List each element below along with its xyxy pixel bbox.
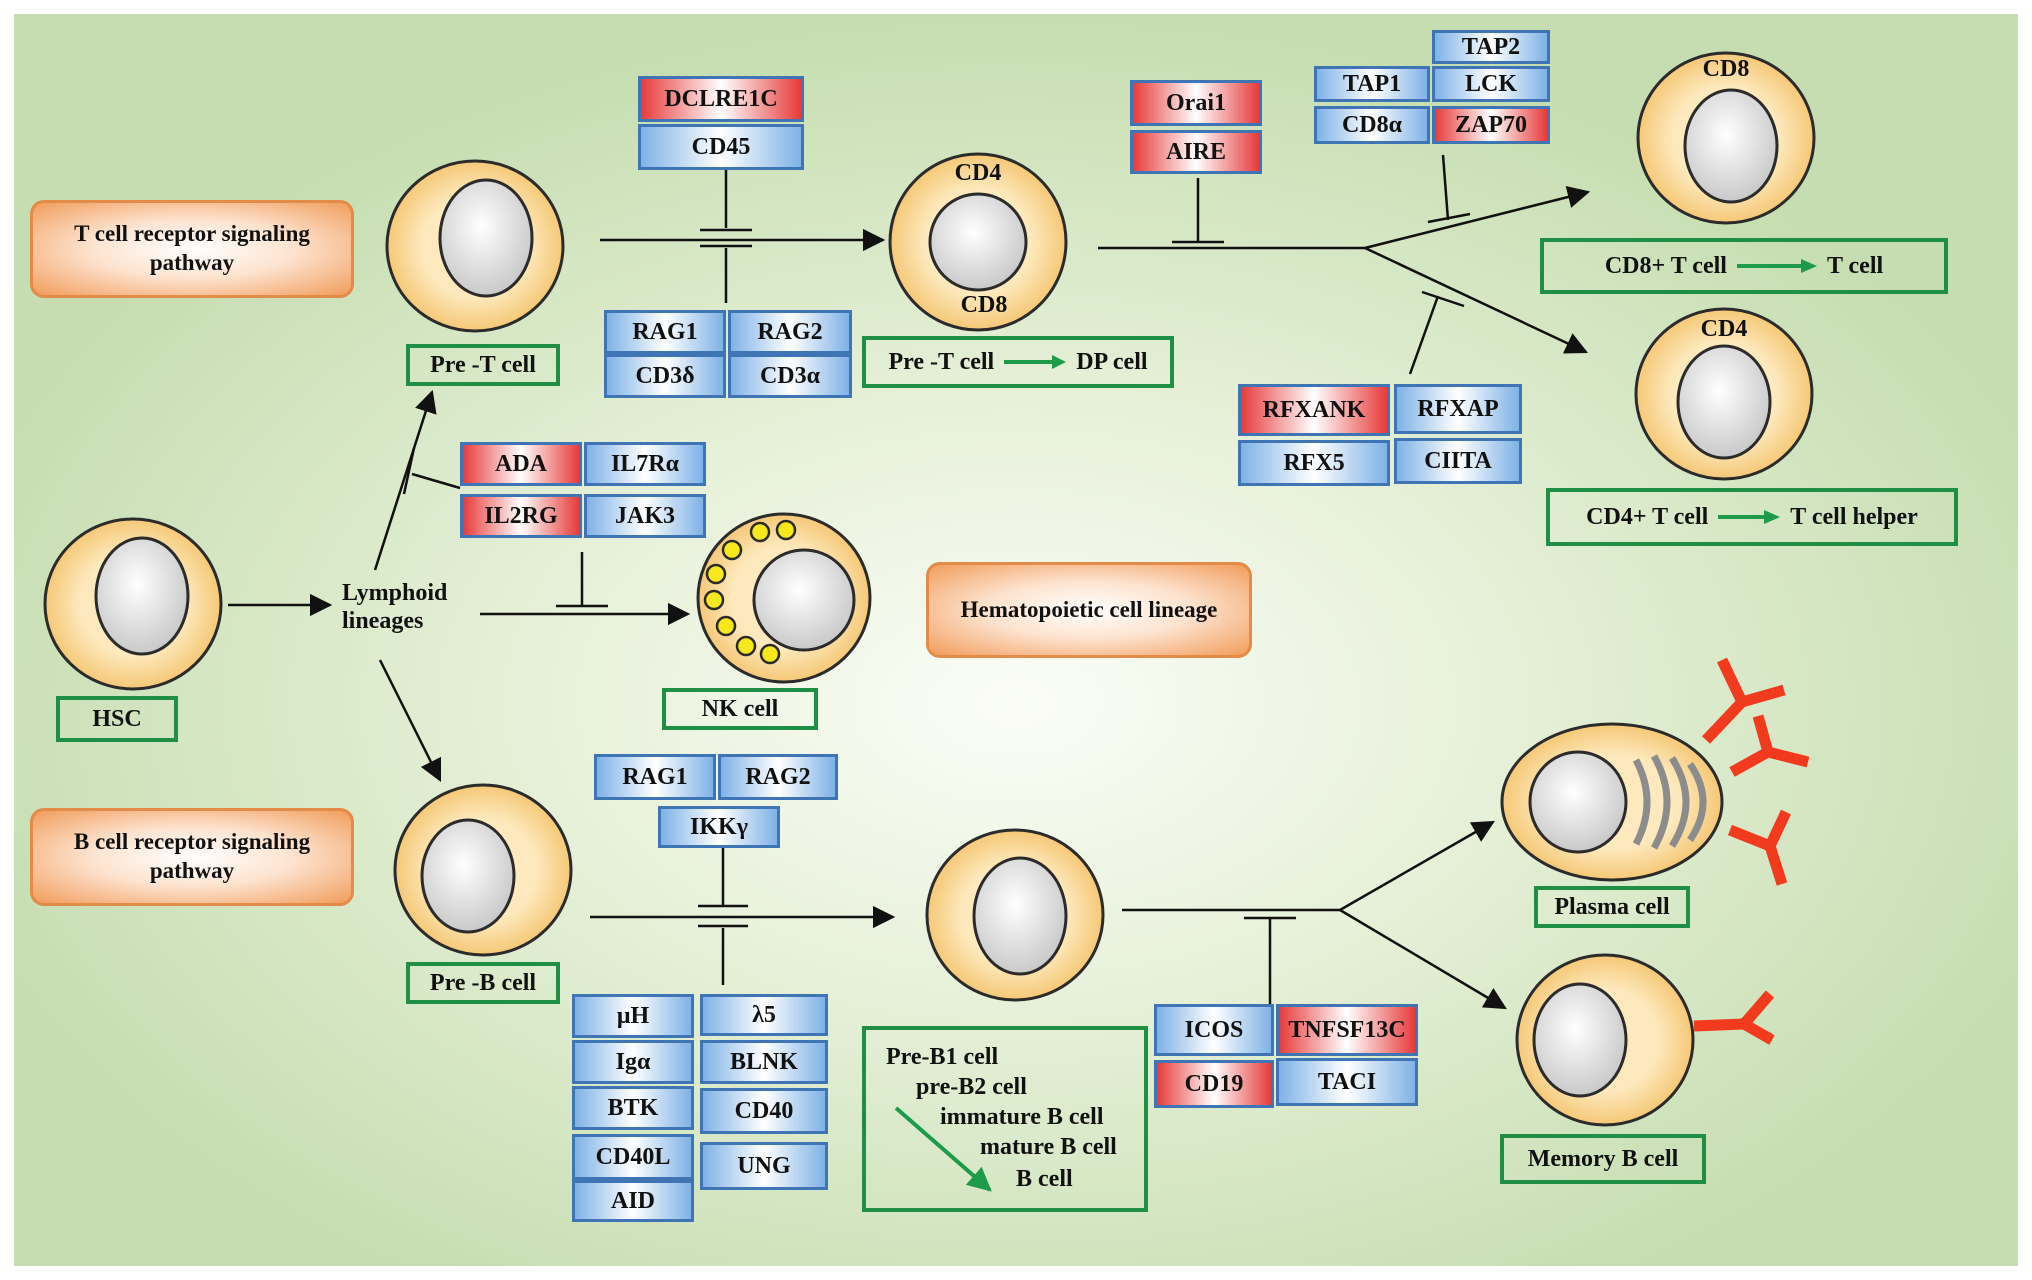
gene-cd8-alpha[interactable]: CD8α xyxy=(1314,106,1430,144)
antibody-icon xyxy=(1693,990,1775,1045)
dp-cell xyxy=(888,152,1068,332)
cd4-marker: CD4 xyxy=(1700,316,1748,342)
b-cell xyxy=(925,828,1105,1002)
transition-to: DP cell xyxy=(1076,348,1148,375)
cd8-marker: CD8 xyxy=(1702,56,1750,82)
gene-cd3-delta[interactable]: CD3δ xyxy=(604,354,726,398)
green-arrow-icon xyxy=(1736,259,1817,273)
b-stage-3: immature B cell xyxy=(940,1104,1104,1130)
gene-ikk-gamma[interactable]: IKKγ xyxy=(658,806,780,848)
gene-il2rg[interactable]: IL2RG xyxy=(460,494,582,538)
gene-blnk[interactable]: BLNK xyxy=(700,1040,828,1084)
gene-aid[interactable]: AID xyxy=(572,1180,694,1222)
plasma-cell-label: Plasma cell xyxy=(1534,886,1690,928)
endoplasmic-reticulum xyxy=(1632,754,1707,850)
gene-tap2[interactable]: TAP2 xyxy=(1432,30,1550,64)
gene-taci[interactable]: TACI xyxy=(1276,1058,1418,1106)
gene-rag2-t[interactable]: RAG2 xyxy=(728,310,852,354)
b-stage-4: mature B cell xyxy=(980,1134,1117,1160)
gene-btk[interactable]: BTK xyxy=(572,1086,694,1130)
gene-il7r-alpha[interactable]: IL7Rα xyxy=(584,442,706,486)
flow-arrows xyxy=(228,186,1591,1010)
pre-b-cell xyxy=(393,783,573,957)
gene-cd40l[interactable]: CD40L xyxy=(572,1134,694,1180)
transition-pret-dp: Pre -T cell DP cell xyxy=(862,336,1174,388)
green-arrow-icon xyxy=(1004,355,1067,369)
diagram-title: Hematopoietic cell lineage xyxy=(926,562,1252,658)
gene-cd3-alpha[interactable]: CD3α xyxy=(728,354,852,398)
gene-lambda5[interactable]: λ5 xyxy=(700,994,828,1036)
gene-rag2-b[interactable]: RAG2 xyxy=(718,754,838,800)
b-stage-arrow xyxy=(894,1106,992,1192)
nk-granules xyxy=(703,519,797,665)
gene-tap1[interactable]: TAP1 xyxy=(1314,66,1430,102)
lymphoid-lineages-label: Lymphoid lineages xyxy=(342,580,448,634)
gene-rfx5[interactable]: RFX5 xyxy=(1238,440,1390,486)
b-stage-5: B cell xyxy=(1016,1166,1073,1192)
dp-marker-cd8: CD8 xyxy=(960,292,1008,318)
transition-from: CD8+ T cell xyxy=(1604,252,1727,279)
arrow-to-cd8 xyxy=(1364,186,1591,250)
arrow-to-cd4 xyxy=(1364,246,1589,354)
pre-t-cell-label: Pre -T cell xyxy=(406,344,560,386)
gene-jak3[interactable]: JAK3 xyxy=(584,494,706,538)
gene-cd19[interactable]: CD19 xyxy=(1154,1060,1274,1108)
gene-mu-h[interactable]: μH xyxy=(572,994,694,1038)
transition-to: T cell xyxy=(1826,252,1884,279)
dp-marker-cd4: CD4 xyxy=(954,160,1002,186)
gene-icos[interactable]: ICOS xyxy=(1154,1004,1274,1056)
nk-cell-label: NK cell xyxy=(662,688,818,730)
pre-t-cell xyxy=(385,159,565,333)
plasma-cell xyxy=(1500,657,1810,886)
cd8-t-cell xyxy=(1636,51,1816,225)
inhibition-markers xyxy=(402,154,1471,1004)
gene-orai1[interactable]: Orai1 xyxy=(1130,80,1262,126)
arrow-to-plasma xyxy=(1339,820,1495,912)
gene-rag1-t[interactable]: RAG1 xyxy=(604,310,726,354)
arrow-to-memory xyxy=(1339,908,1507,1010)
gene-ciita[interactable]: CIITA xyxy=(1394,438,1522,484)
memory-b-cell-label: Memory B cell xyxy=(1500,1134,1706,1184)
transition-from: CD4+ T cell xyxy=(1586,503,1709,530)
antibody-icons xyxy=(1702,657,1810,886)
gene-ig-alpha[interactable]: Igα xyxy=(572,1040,694,1084)
b-stages-box xyxy=(862,1026,1148,1212)
arrow-lymphoid-pret xyxy=(373,389,437,571)
gene-aire[interactable]: AIRE xyxy=(1130,130,1262,174)
transition-to: T cell helper xyxy=(1790,503,1918,530)
gene-ung[interactable]: UNG xyxy=(700,1142,828,1190)
gene-rag1-b[interactable]: RAG1 xyxy=(594,754,716,800)
gene-tnfsf13c[interactable]: TNFSF13C xyxy=(1276,1004,1418,1056)
gene-zap70[interactable]: ZAP70 xyxy=(1432,106,1550,144)
hsc-label: HSC xyxy=(56,696,178,742)
nk-cell xyxy=(696,512,872,684)
memory-b-cell xyxy=(1515,953,1775,1127)
cd4-t-cell xyxy=(1634,307,1814,481)
tcr-pathway-box[interactable]: T cell receptor signaling pathway xyxy=(30,200,354,298)
gene-lck[interactable]: LCK xyxy=(1432,66,1550,102)
gene-rfxap[interactable]: RFXAP xyxy=(1394,384,1522,434)
b-stage-1: Pre-B1 cell xyxy=(886,1044,999,1070)
transition-cd8: CD8+ T cell T cell xyxy=(1540,238,1948,294)
pre-b-cell-label: Pre -B cell xyxy=(406,962,560,1004)
gene-rfxank[interactable]: RFXANK xyxy=(1238,384,1390,436)
b-stage-2: pre-B2 cell xyxy=(916,1074,1027,1100)
gene-cd40[interactable]: CD40 xyxy=(700,1088,828,1134)
gene-ada[interactable]: ADA xyxy=(460,442,582,486)
gene-cd45[interactable]: CD45 xyxy=(638,124,804,170)
transition-cd4: CD4+ T cell T cell helper xyxy=(1546,488,1958,546)
transition-from: Pre -T cell xyxy=(888,348,995,375)
bcr-pathway-box[interactable]: B cell receptor signaling pathway xyxy=(30,808,354,906)
hsc-cell xyxy=(43,517,223,691)
gene-dclre1c[interactable]: DCLRE1C xyxy=(638,76,804,122)
arrow-lymphoid-preb xyxy=(378,659,442,783)
green-arrow-icon xyxy=(1718,510,1781,524)
